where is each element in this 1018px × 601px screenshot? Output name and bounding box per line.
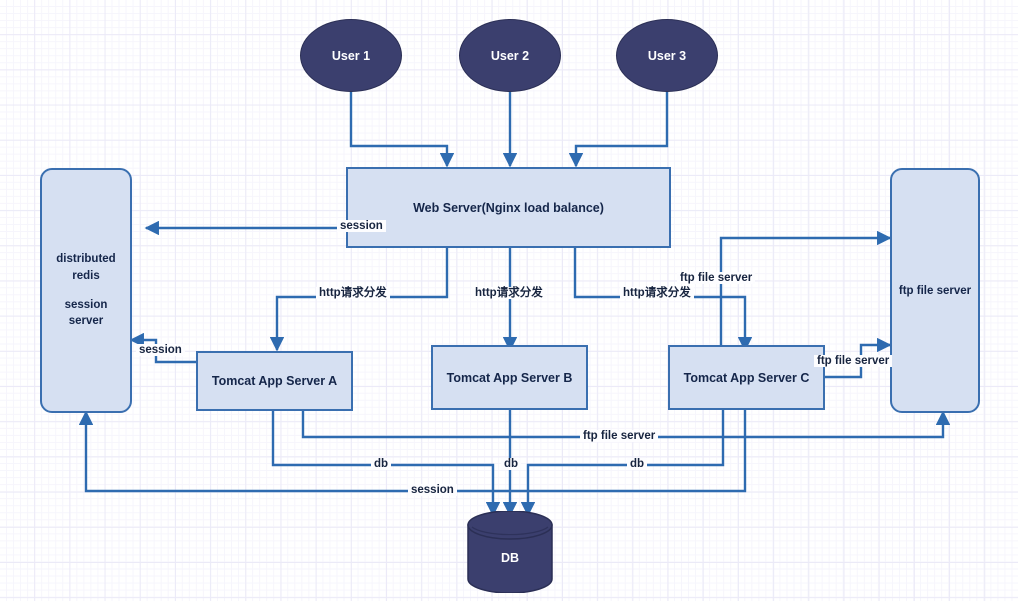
database-label: DB [500, 551, 520, 565]
edge-label-session-bottom: session [408, 484, 457, 497]
ftp-server-label: ftp file server [898, 284, 972, 297]
wire-tomcat-c-redis-session [78, 410, 747, 493]
edge-label-ftp-c-top: ftp file server [677, 272, 756, 285]
redis-label-line4: server [68, 315, 104, 328]
node-tomcat-app-server-c[interactable]: Tomcat App Server C [668, 345, 825, 410]
user2-label: User 2 [490, 48, 530, 63]
edge-label-http-a: http请求分发 [316, 287, 390, 300]
node-user2[interactable]: User 2 [459, 19, 561, 92]
user1-label: User 1 [331, 48, 371, 63]
edge-label-http-b: http请求分发 [472, 287, 546, 300]
edge-label-ftp-c-right: ftp file server [814, 355, 893, 368]
node-user3[interactable]: User 3 [616, 19, 718, 92]
node-tomcat-app-server-a[interactable]: Tomcat App Server A [196, 351, 353, 411]
edge-label-ftp-bottom: ftp file server [580, 430, 659, 443]
wire-user3-web [568, 92, 669, 168]
edge-label-session-top: session [337, 220, 386, 233]
wire-user1-web [349, 92, 455, 168]
edge-label-db-a: db [371, 458, 392, 471]
node-distributed-redis[interactable]: distributed redis session server [40, 168, 132, 413]
node-tomcat-app-server-b[interactable]: Tomcat App Server B [431, 345, 588, 410]
wire-web-redis-session [144, 220, 354, 247]
redis-label-line1: distributed [56, 253, 116, 266]
user3-label: User 3 [647, 48, 687, 63]
tomcat-b-label: Tomcat App Server B [446, 370, 573, 385]
edge-label-db-c: db [627, 458, 648, 471]
node-user1[interactable]: User 1 [300, 19, 402, 92]
wire-tomcat-c-db [520, 410, 725, 517]
database-cylinder-icon [467, 510, 553, 594]
node-web-server[interactable]: Web Server(Nginx load balance) [346, 167, 671, 248]
edge-label-session-left: session [136, 344, 185, 357]
edge-label-db-b: db [501, 458, 522, 471]
tomcat-c-label: Tomcat App Server C [683, 370, 810, 385]
node-database[interactable]: DB [466, 510, 554, 594]
redis-label-line2: redis [72, 269, 100, 282]
edge-label-http-c: http请求分发 [620, 287, 694, 300]
web-server-label: Web Server(Nginx load balance) [413, 200, 604, 215]
tomcat-a-label: Tomcat App Server A [211, 374, 338, 388]
wire-tomcat-c-ftp-top [719, 230, 892, 350]
redis-label-line3: session [64, 298, 108, 311]
node-ftp-file-server[interactable]: ftp file server [890, 168, 980, 413]
